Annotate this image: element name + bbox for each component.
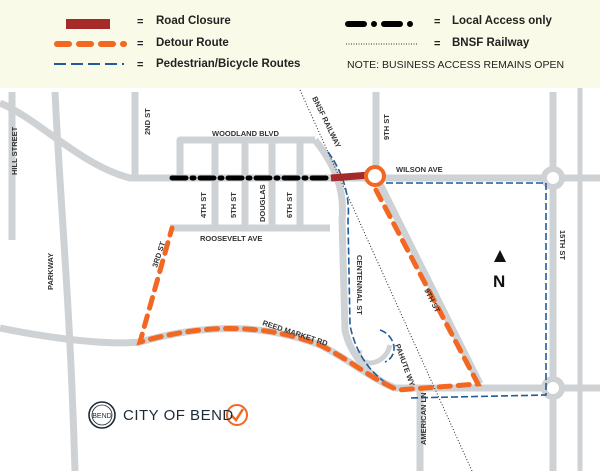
equals: =	[137, 16, 144, 28]
label-6th-st: 6TH ST	[285, 192, 294, 218]
map: HILL STREET PARKWAY 2ND ST 3RD ST 4TH ST…	[0, 88, 600, 471]
equals: =	[434, 16, 441, 28]
label-4th-st: 4TH ST	[199, 192, 208, 218]
legend-local-access: Local Access only	[452, 15, 552, 27]
city-of-bend-logo: BEND CITY OF BEND	[87, 400, 234, 430]
label-pahute-wy: PAHUTE WY	[393, 343, 417, 388]
label-douglas: DOUGLAS	[258, 185, 267, 223]
label-hill-street: HILL STREET	[10, 126, 19, 175]
label-5th-st: 5TH ST	[229, 192, 238, 218]
north-arrow: N	[493, 250, 506, 291]
detour-route	[136, 187, 482, 393]
north-arrow-icon	[494, 250, 506, 262]
road-closure-swatch	[66, 19, 110, 29]
equals: =	[434, 38, 441, 50]
road-9th-south	[372, 174, 484, 386]
legend: = Road Closure = Detour Route = Pedestri…	[0, 0, 600, 88]
equals: =	[137, 38, 144, 50]
detour-swatch	[54, 41, 127, 47]
svg-text:BEND: BEND	[92, 413, 111, 420]
legend-note: NOTE: BUSINESS ACCESS REMAINS OPEN	[347, 59, 565, 71]
ped-bike-swatch	[54, 63, 124, 65]
local-access-swatch	[345, 21, 413, 27]
bend-seal-icon: BEND	[88, 401, 116, 429]
label-centennial-st: CENTENNIAL ST	[355, 255, 364, 315]
road-closure-segment	[330, 171, 371, 182]
label-woodland-blvd: WOODLAND BLVD	[212, 129, 280, 138]
north-label: N	[493, 272, 505, 291]
road-parkway	[51, 91, 79, 471]
label-parkway: PARKWAY	[46, 253, 55, 290]
legend-detour-route: Detour Route	[156, 37, 229, 49]
roundabout-15th-wilson	[541, 166, 565, 190]
legend-railway: BNSF Railway	[452, 37, 530, 49]
label-roosevelt-ave: ROOSEVELT AVE	[200, 234, 262, 243]
detour-roundabout-9th-wilson	[364, 165, 386, 187]
equals: =	[137, 59, 144, 71]
road-reed-market	[0, 324, 397, 392]
label-american-ln: AMERICAN LN	[419, 393, 428, 446]
label-15th-st: 15TH ST	[558, 230, 567, 260]
go-bond-logo	[226, 404, 248, 426]
label-2nd-st: 2ND ST	[143, 108, 152, 135]
bnsf-railway-line	[299, 89, 473, 471]
city-of-bend-text: CITY OF BEND	[123, 406, 234, 424]
road-pahute	[357, 344, 393, 366]
label-9th-st-north: 9TH ST	[382, 114, 391, 140]
roundabout-15th-bottom	[541, 376, 565, 400]
legend-road-closure: Road Closure	[156, 15, 231, 27]
check-icon	[226, 404, 248, 426]
legend-ped-bike: Pedestrian/Bicycle Routes	[156, 58, 301, 70]
railway-swatch	[346, 43, 418, 45]
label-wilson-ave: WILSON AVE	[396, 165, 443, 174]
